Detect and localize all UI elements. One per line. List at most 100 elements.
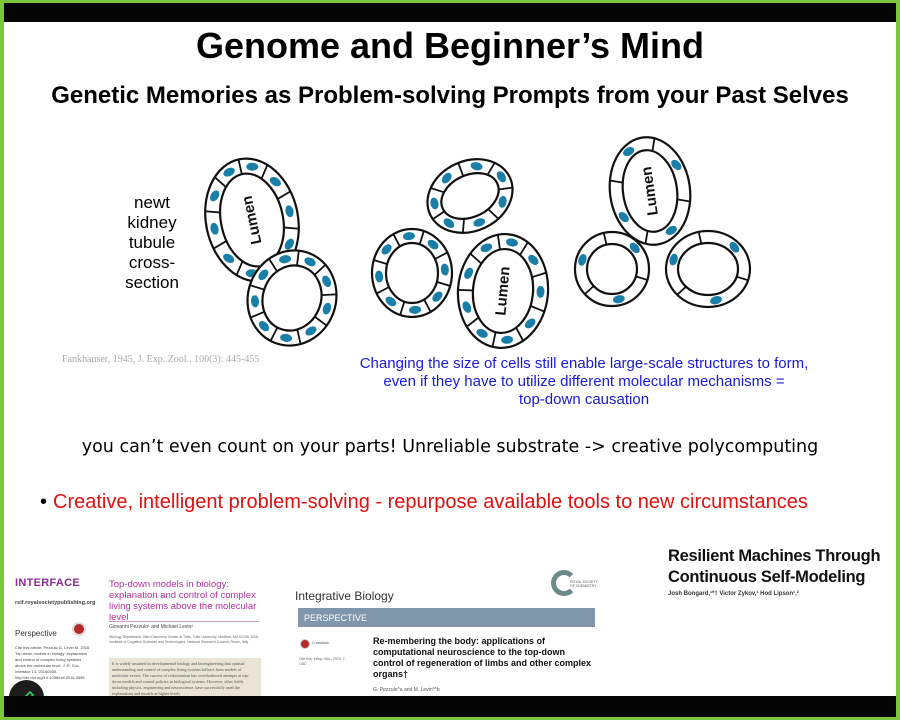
paper-title: Top-down models in biology: explanation …	[109, 579, 257, 623]
cell-nucleus	[506, 238, 518, 247]
statement-text: you can’t even count on your parts! Unre…	[81, 437, 819, 457]
cell-boundary	[530, 305, 545, 313]
cell-nucleus	[284, 238, 294, 250]
cell-nucleus	[669, 253, 678, 266]
cell-boundary	[497, 234, 501, 250]
cell-boundary	[314, 315, 328, 327]
cell-nucleus	[476, 328, 488, 338]
newt-label-line: kidney	[127, 213, 177, 232]
cell-boundary	[249, 284, 265, 291]
cell-nucleus	[524, 318, 536, 329]
cell-boundary	[296, 329, 302, 345]
cell-boundary	[469, 252, 483, 265]
newt-label-line: newt	[134, 193, 170, 212]
cell-boundary	[486, 162, 496, 176]
cell-boundary	[434, 251, 448, 260]
tubule-ring: Lumen	[456, 232, 550, 350]
cell-nucleus	[528, 254, 539, 265]
cell-boundary	[677, 198, 691, 203]
cell-nucleus	[250, 295, 260, 308]
tubule-ring: Lumen	[608, 136, 692, 246]
paper-affiliations: ¹Biology Department, Allen Discovery Cen…	[109, 635, 258, 644]
cell-boundary	[491, 331, 497, 348]
cell-nucleus	[210, 190, 220, 202]
cell-nucleus	[280, 333, 293, 342]
bottom-bar	[4, 696, 896, 717]
tubule-ring	[664, 229, 752, 309]
crossmark-label: CrossMark	[312, 641, 329, 645]
cell-nucleus	[710, 296, 722, 305]
tubule-ring	[573, 230, 651, 308]
newt-label-line: tubule	[128, 233, 176, 252]
caption-line: top-down causation	[518, 391, 650, 408]
cell-nucleus	[285, 205, 294, 218]
lumen-label: Lumen	[492, 266, 513, 316]
paper-abstract: It is widely assumed in developmental bi…	[109, 658, 261, 698]
caption-line: Changing the size of cells still enable …	[359, 355, 809, 372]
cell-boundary	[296, 250, 300, 266]
cell-boundary	[373, 259, 388, 265]
cell-boundary	[250, 310, 265, 319]
cell-nucleus	[223, 167, 235, 177]
article-citation: Cite this article: Pezzulo G, Levin M. 2…	[15, 645, 90, 680]
crossmark-icon	[72, 622, 86, 636]
cell-boundary	[277, 190, 291, 200]
cell-boundary	[399, 301, 406, 316]
cell-nucleus	[496, 171, 507, 183]
cell-boundary	[235, 260, 244, 276]
paper-authors: G. Pezzulo^a and M. Levin*^b	[373, 687, 440, 693]
cell-nucleus	[498, 195, 507, 208]
cell-nucleus	[470, 162, 483, 171]
lumen-label: Lumen	[638, 165, 662, 216]
cell-boundary	[697, 231, 703, 244]
cell-nucleus	[322, 302, 332, 315]
cell-nucleus	[269, 177, 281, 187]
cell-nucleus	[501, 335, 514, 344]
tubule-ring	[246, 249, 338, 347]
paper-authors: Josh Bongard,¹*† Victor Zykov,¹ Hod Lips…	[668, 591, 799, 597]
cell-boundary	[376, 286, 390, 295]
cell-boundary	[430, 187, 445, 194]
cell-nucleus	[618, 211, 629, 223]
cell-boundary	[457, 288, 474, 292]
cell-nucleus	[427, 239, 439, 250]
cell-boundary	[519, 241, 529, 256]
cell-boundary	[515, 327, 524, 342]
cell-boundary	[436, 281, 451, 287]
newt-label: newt kidney tubule cross- section	[112, 193, 192, 293]
cell-boundary	[609, 179, 623, 184]
cell-nucleus	[623, 147, 635, 157]
cell-nucleus	[223, 253, 235, 263]
cell-nucleus	[258, 269, 269, 281]
cell-nucleus	[464, 267, 474, 279]
figure-caption: Changing the size of cells still enable …	[324, 355, 844, 409]
cell-boundary	[418, 230, 425, 245]
tubule-ring	[426, 158, 514, 234]
cell-boundary	[635, 275, 648, 281]
cell-boundary	[283, 226, 299, 230]
bullet-text: Creative, intelligent problem-solving - …	[53, 491, 808, 513]
cell-boundary	[213, 240, 227, 250]
cell-boundary	[676, 286, 687, 296]
cell-nucleus	[409, 305, 422, 314]
section-banner: PERSPECTIVE	[298, 608, 595, 627]
cell-nucleus	[473, 218, 486, 227]
publisher-name: ROYAL SOCIETY OF CHEMISTRY	[570, 580, 598, 588]
cell-nucleus	[578, 253, 587, 266]
cell-boundary	[466, 316, 480, 328]
cell-nucleus	[258, 321, 270, 332]
cell-boundary	[269, 327, 279, 342]
cell-boundary	[531, 271, 547, 279]
journal-name: INTERFACE	[15, 577, 81, 589]
paper-authors: Giovanni Pezzulo¹ and Michael Levin²	[109, 624, 193, 630]
paper-title: Resilient Machines Through Continuous Se…	[668, 547, 881, 586]
cell-boundary	[205, 210, 221, 214]
newt-label-line: cross-	[128, 253, 176, 272]
cell-boundary	[487, 208, 499, 220]
cell-boundary	[268, 258, 278, 272]
cell-nucleus	[440, 263, 449, 276]
figure-citation: Fankhauser, 1945, J. Exp. Zool., 100(3):…	[62, 354, 260, 365]
article-type: Perspective	[15, 629, 57, 638]
cell-nucleus	[304, 257, 316, 267]
